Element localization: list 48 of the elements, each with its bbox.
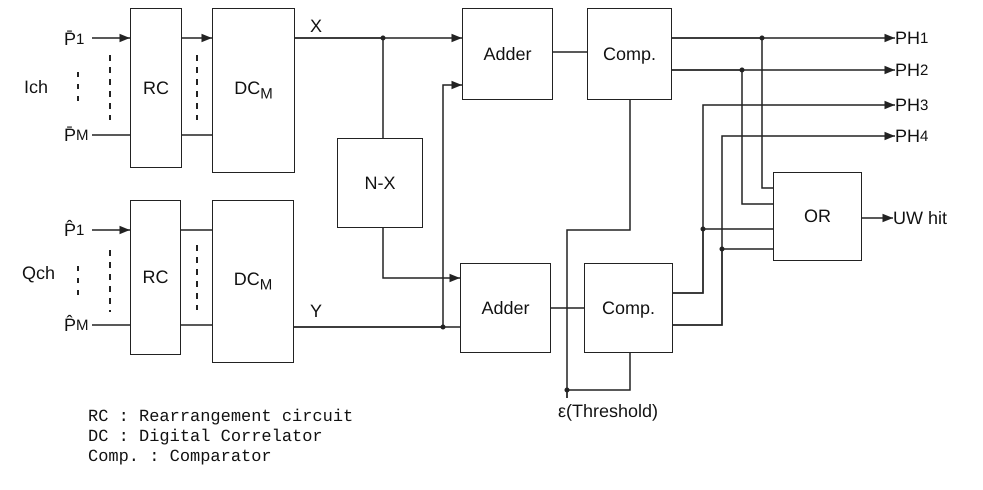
connector-line: [672, 37, 773, 189]
connector-line: [672, 69, 773, 205]
signal-label: UW hit: [893, 204, 981, 232]
block-label: RC: [142, 267, 168, 288]
connector-line: [294, 80, 462, 328]
block-box: [773, 172, 862, 261]
signal-label: Y: [310, 301, 322, 322]
block-label: RC: [143, 78, 169, 98]
block-label: Adder: [481, 298, 530, 318]
connector-line: [382, 228, 460, 282]
legend-note: RC : Rearrangement circuit: [88, 408, 354, 427]
legend-note: Comp. : Comparator: [88, 448, 272, 467]
block-box: [460, 263, 551, 353]
connector-line: [92, 134, 130, 136]
connector-line: [295, 37, 384, 138]
block-label: Comp.: [602, 44, 656, 64]
connector-line: [566, 353, 631, 398]
block-box: [130, 8, 182, 168]
signal-label: Ich: [24, 77, 48, 98]
connector-line: [92, 34, 130, 42]
block-box: [337, 138, 423, 228]
block-label: Adder: [483, 44, 532, 64]
block-label: DC$_{M}$: [234, 78, 273, 103]
block-box: [462, 8, 553, 100]
connector-line: [92, 226, 130, 234]
connector-line: [551, 307, 584, 309]
connector-line: [673, 248, 773, 326]
connector-line: [181, 324, 212, 326]
block-box: [212, 8, 295, 173]
block-label: N-X: [364, 172, 396, 194]
block-label: DC$_{M}$: [234, 269, 272, 294]
block-box: [212, 200, 294, 363]
connector-line: [182, 34, 212, 42]
signal-label: ε(Threshold): [558, 398, 718, 424]
connector-line: [182, 134, 212, 136]
legend-note: DC : Digital Correlator: [88, 428, 323, 447]
connector-line: [181, 229, 212, 231]
block-box: [587, 8, 672, 100]
block-label: OR: [804, 206, 831, 227]
connector-line: [553, 51, 587, 53]
signal-label: X: [310, 16, 322, 37]
block-label: Comp.: [602, 298, 655, 318]
connector-line: [673, 228, 773, 294]
connector-line: [92, 324, 130, 326]
block-box: [584, 263, 673, 353]
connector-line: [862, 214, 893, 222]
signal-label: Qch: [22, 263, 56, 284]
block-box: [130, 200, 181, 355]
